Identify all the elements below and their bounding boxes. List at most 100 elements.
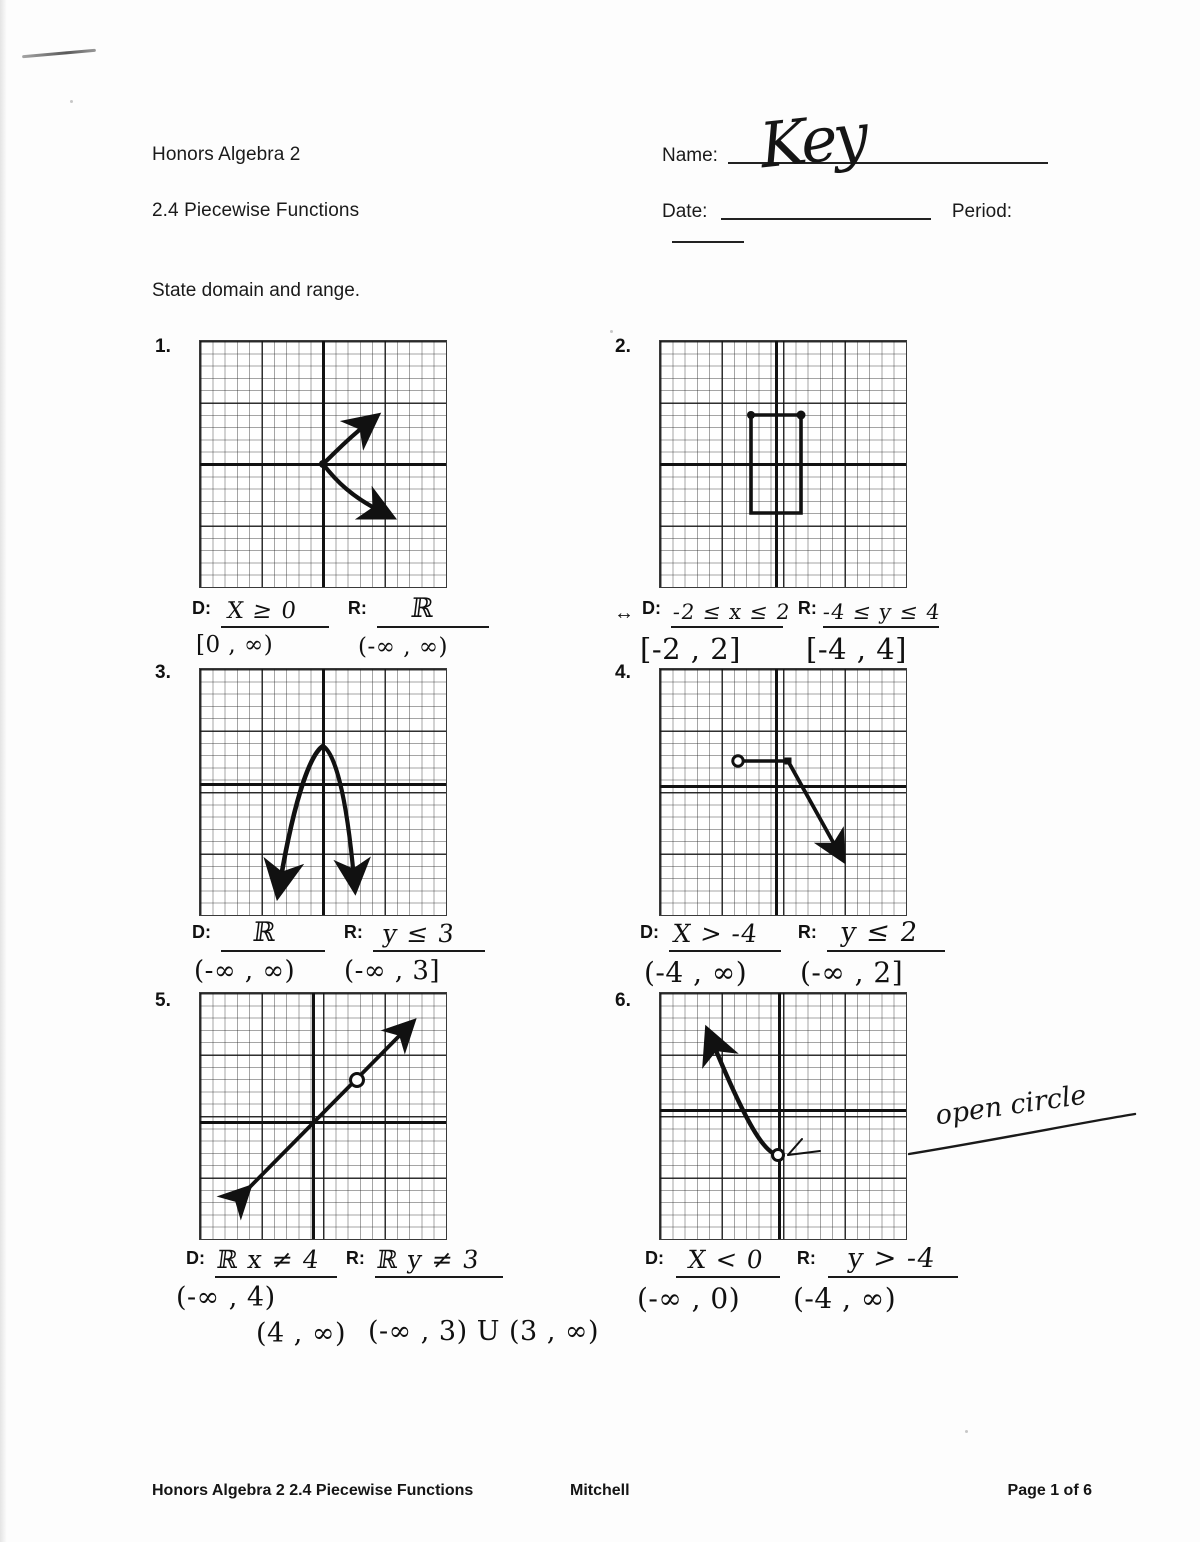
graph-5: [199, 992, 447, 1240]
range-label-5: R:: [345, 1248, 365, 1268]
domain-label-3: D:: [192, 922, 211, 942]
course-title: Honors Algebra 2: [152, 144, 301, 165]
grid-major-lines: [660, 993, 906, 1239]
domain-answer-blank-6[interactable]: X < 0: [676, 1245, 781, 1278]
name-input-line[interactable]: [727, 144, 1048, 164]
range-label-4: R:: [797, 922, 817, 942]
scan-speck: [70, 100, 73, 103]
scan-artifact-slash: [22, 48, 96, 59]
problem-number-2: 2.: [615, 336, 631, 357]
range-answer-4: y ≤ 2: [839, 917, 921, 948]
graph-6: [659, 992, 907, 1240]
domain-answer-blank-2[interactable]: -2 ≤ x ≤ 2: [671, 598, 792, 628]
problem-number-6: 6.: [615, 990, 631, 1011]
problem-number-4: 4.: [615, 662, 631, 683]
range-answer-blank-2[interactable]: -4 ≤ y ≤ 4: [822, 598, 942, 628]
scan-edge-shadow: [0, 0, 7, 1542]
lesson-title: 2.4 Piecewise Functions: [152, 200, 360, 221]
answer-block-6: D: X < 0 R: y > -4 (-∞ , 0) (-4 , ∞): [637, 1243, 959, 1316]
domain-label-5: D:: [186, 1248, 205, 1268]
range-interval-2: [-4 , 4]: [806, 632, 907, 666]
range-answer-6: y > -4: [846, 1243, 938, 1274]
range-answer-3: y ≤ 3: [381, 919, 458, 948]
plot-curve-1: [319, 412, 398, 520]
y-axis: [322, 669, 325, 915]
date-period-field-row: Date: Period:: [662, 200, 1092, 245]
domain-interval-5: (-∞ , 4): [176, 1282, 276, 1313]
range-label-1: R:: [347, 598, 367, 618]
domain-interval-5b: (4 , ∞): [256, 1318, 346, 1349]
period-label: Period:: [951, 201, 1013, 222]
answer-block-4: D: X > -4 R: y ≤ 2 (-4 , ∞) (-∞ , 2]: [640, 917, 946, 990]
domain-interval-6: (-∞ , 0): [637, 1282, 741, 1315]
domain-interval-3: (-∞ , ∞): [194, 956, 296, 986]
plot-curve-2: [747, 410, 806, 515]
answer-block-5: D: ℝ x ≠ 4 R: ℝ y ≠ 3 (-∞ , 4) (4 , ∞) (…: [176, 1245, 599, 1352]
range-interval-1: (-∞ , ∞): [358, 634, 448, 660]
answer-block-1: D: X ≥ 0 R: ℝ [0 , ∞) (-∞ , ∞): [192, 593, 490, 666]
range-interval-4: (-∞ , 2]: [800, 956, 904, 989]
plot-curve-3: [263, 743, 371, 902]
range-answer-5: ℝ y ≠ 3: [375, 1245, 482, 1274]
domain-answer-blank-3[interactable]: ℝ: [221, 917, 326, 952]
domain-interval-1: [0 , ∞): [196, 632, 274, 658]
domain-answer-blank-5[interactable]: ℝ x ≠ 4: [215, 1245, 338, 1278]
domain-interval-4: (-4 , ∞): [644, 956, 748, 989]
domain-answer-3: ℝ: [251, 917, 279, 948]
y-axis: [778, 993, 781, 1239]
range-answer-2: -4 ≤ y ≤ 4: [821, 600, 943, 624]
domain-label-2: D:: [642, 598, 661, 618]
range-answer-blank-6[interactable]: y > -4: [828, 1243, 959, 1278]
range-answer-1: ℝ: [409, 593, 437, 624]
answer-block-2: ↔ D: -2 ≤ x ≤ 2 R: -4 ≤ y ≤ 4 [-2 , 2] […: [614, 598, 942, 668]
x-axis: [660, 463, 906, 466]
handwritten-name-value: Key: [756, 98, 868, 183]
plot-curve-5: [216, 1018, 417, 1221]
period-input-line[interactable]: [672, 223, 744, 243]
problem-number-1: 1.: [155, 336, 171, 357]
domain-answer-blank-4[interactable]: X > -4: [669, 919, 782, 952]
domain-answer-6: X < 0: [686, 1245, 766, 1274]
footer-author: Mitchell: [570, 1482, 630, 1499]
footer-page-number: Page 1 of 6: [1007, 1482, 1092, 1499]
date-label: Date:: [662, 201, 708, 222]
domain-answer-blank-1[interactable]: X ≥ 0: [221, 598, 330, 628]
grid-major-lines: [660, 669, 906, 915]
problem-number-3: 3.: [155, 662, 171, 683]
domain-answer-1: X ≥ 0: [225, 598, 299, 624]
date-input-line[interactable]: [721, 200, 932, 220]
footer-left-text: Honors Algebra 2 2.4 Piecewise Functions: [152, 1482, 474, 1499]
graph-2: [659, 340, 907, 588]
instruction-text: State domain and range.: [152, 280, 361, 301]
x-axis: [660, 785, 906, 788]
range-answer-blank-3[interactable]: y ≤ 3: [373, 919, 486, 952]
range-interval-3: (-∞ , 3]: [344, 956, 441, 986]
graph-4: [659, 668, 907, 916]
domain-label-1: D:: [192, 598, 211, 618]
range-interval-5: (-∞ , 3) U (3 , ∞): [368, 1316, 600, 1347]
x-axis: [200, 783, 446, 786]
answer-block-3: D: ℝ R: y ≤ 3 (-∞ , ∞) (-∞ , 3]: [192, 917, 486, 990]
domain-interval-2: [-2 , 2]: [640, 632, 741, 666]
plot-curve-4: [731, 754, 846, 865]
name-label: Name:: [662, 145, 718, 166]
open-circle-leader-line: [907, 1112, 1137, 1156]
range-interval-6: (-4 , ∞): [793, 1282, 897, 1315]
graph-1: [199, 340, 447, 588]
problem-number-5: 5.: [155, 990, 171, 1011]
range-label-2: R:: [797, 598, 817, 618]
domain-label-6: D:: [645, 1248, 664, 1268]
two-way-arrow-icon: ↔: [614, 602, 634, 624]
range-answer-blank-4[interactable]: y ≤ 2: [827, 917, 946, 952]
scan-speck: [965, 1430, 968, 1433]
range-answer-blank-5[interactable]: ℝ y ≠ 3: [375, 1245, 504, 1278]
range-label-6: R:: [796, 1248, 816, 1268]
scan-speck: [610, 330, 613, 333]
domain-answer-4: X > -4: [671, 919, 761, 948]
domain-label-4: D:: [640, 922, 659, 942]
plot-curve-6: [702, 1024, 821, 1162]
domain-answer-2: -2 ≤ x ≤ 2: [671, 600, 793, 624]
name-field-row: Name:: [662, 144, 1048, 167]
range-answer-blank-1[interactable]: ℝ: [377, 593, 490, 628]
